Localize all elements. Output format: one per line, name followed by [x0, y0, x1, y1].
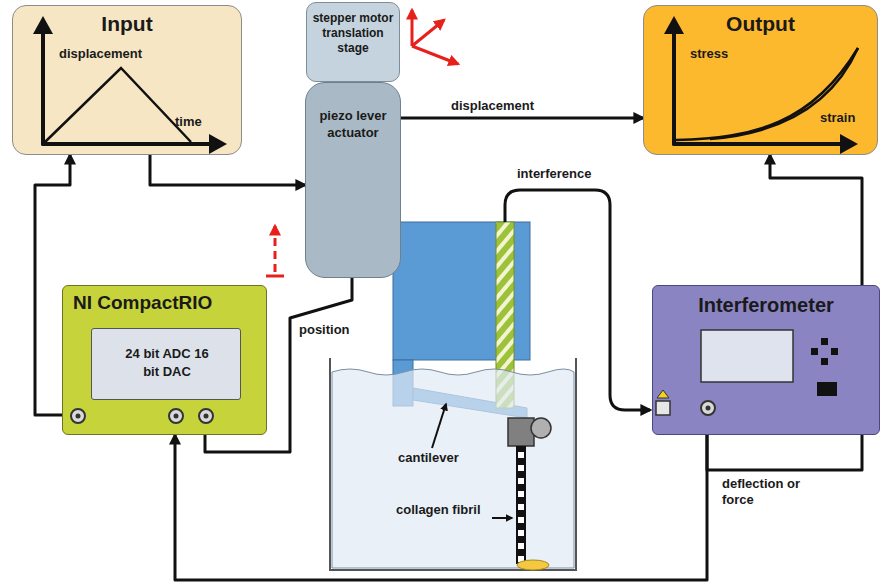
output-panel: Output stress strain [643, 5, 878, 155]
actuation-arrow [266, 226, 284, 276]
probe-block [508, 418, 534, 446]
axis-label: displacement [59, 46, 142, 61]
annotation-label: interference [517, 166, 591, 182]
node-title: NI CompactRIO [73, 292, 212, 314]
axis-arrows [412, 10, 458, 64]
interferometer-unit: Interferometer [652, 285, 880, 435]
fibril-banding [518, 452, 524, 562]
probe-bead [531, 418, 551, 438]
signal-connector [401, 117, 643, 120]
tank [330, 358, 576, 570]
connector-label: position [296, 322, 353, 337]
node-title: stepper motor translation stage [311, 11, 395, 56]
annotation-label: cantilever [398, 450, 459, 466]
water [332, 369, 574, 568]
node-title: Output [644, 12, 877, 36]
input-panel: Input displacement time [12, 5, 242, 155]
leader-line [492, 517, 512, 519]
axis-label: stress [690, 46, 728, 61]
compactrio-unit: NI CompactRIO 24 bit ADC 16 bit DAC [62, 285, 267, 435]
connector-label: displacement [448, 98, 537, 113]
axis-label: time [175, 114, 202, 129]
node-title: Input [13, 12, 241, 36]
signal-connector [175, 435, 707, 580]
axis-label: strain [820, 110, 855, 125]
leader-line [432, 404, 446, 448]
adc-dac-screen: 24 bit ADC 16 bit DAC [91, 328, 241, 400]
annotation-label: collagen fibril [396, 502, 488, 518]
piezo-actuator: piezo lever actuator [305, 82, 401, 278]
stepper-stage: stepper motor translation stage [306, 2, 400, 82]
node-title: piezo lever actuator [310, 107, 396, 141]
annotation-label: deflection or force [722, 476, 802, 507]
node-title: Interferometer [653, 294, 879, 317]
signal-connector [150, 155, 305, 185]
glue-drop [517, 560, 549, 570]
node-title: 24 bit ADC 16 bit DAC [119, 345, 215, 381]
collagen-fibril [516, 446, 526, 564]
